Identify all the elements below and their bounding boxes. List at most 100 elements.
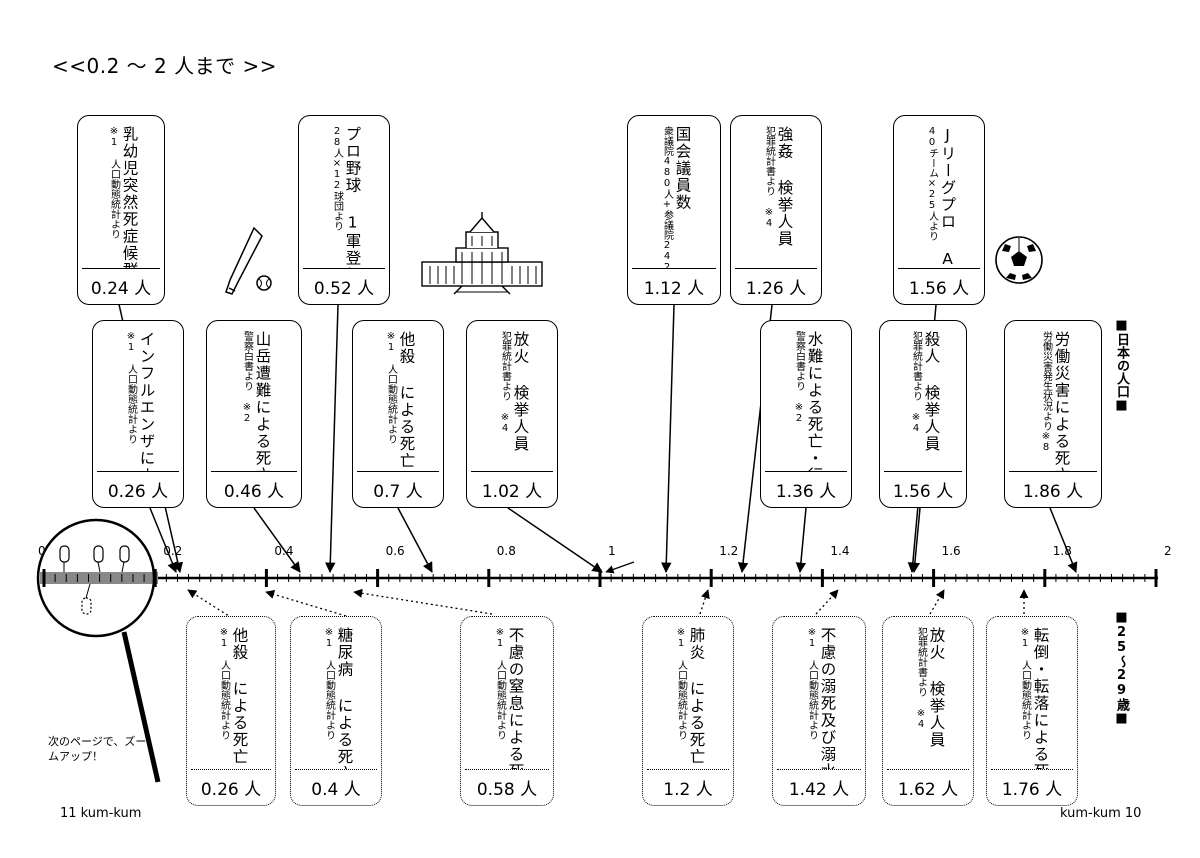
card-value: 1.02 人 [471,471,553,507]
card-title: Jリーグプロ A 選手登録人数 [938,126,957,268]
card-title: 強姦 検挙人員 [775,126,794,248]
card-value: 1.26 人 [735,268,817,304]
axis-major-ticks [42,569,1158,587]
card-title: プロ野球 1軍登録人数 [343,126,362,268]
card-title: 不慮の溺死及び溺水による死亡 [818,627,837,769]
card-value: 0.24 人 [82,268,160,304]
axis-minor-ticks [54,574,1146,582]
card-source-note: 衆議院480人+参議院242人より [661,126,673,268]
connector-arson [507,507,603,573]
card-source-note: ※1 人口動態統計より [323,627,335,740]
card-value: 1.36 人 [765,471,847,507]
card-title: 他殺 による死亡 [230,627,249,766]
axis-tick-label: 0 [38,544,46,558]
card-homicide: 他殺 による死亡 ※1 人口動態統計より 0.7 人 [352,320,444,508]
card-title: 放火 検挙人員 [927,627,946,749]
connector-influenza [149,507,178,573]
connector-homicide [397,507,433,573]
card-value: 0.7 人 [357,471,439,507]
card-b-drowning: 不慮の溺死及び溺水による死亡 ※1 人口動態統計より 1.42 人 [772,616,866,806]
card-source-note: 犯罪統計書より ※4 [499,331,511,434]
side-label-age: ■25〜29歳■ [1114,610,1129,726]
axis-zoom-band [40,572,158,584]
card-diet: 国会議員数 衆議院480人+参議院242人より 1.12 人 [627,115,721,305]
connector-b-drowning [815,589,839,615]
card-source-note: ※1 人口動態統計より [108,126,120,239]
card-source-note: ※1 人口動態統計より [675,627,687,740]
connector-drowning [795,507,807,574]
card-title: 放火 検挙人員 [511,331,530,453]
footer-right-page: kum-kum 10 [1060,806,1142,821]
card-value: 0.4 人 [295,769,377,805]
card-b-homicide: 他殺 による死亡 ※1 人口動態統計より 0.26 人 [186,616,276,806]
card-source-note: ※1 人口動態統計より [385,331,397,444]
axis-tick-label: 0.6 [385,544,405,558]
card-title: 転倒・転落による死亡 [1031,627,1050,769]
axis-tick-label: 0.4 [274,544,294,558]
card-sids: 乳幼児突然死症候群による死亡 ※1 人口動態統計より 0.24 人 [77,115,165,305]
card-source-note: ※1 人口動態統計より [125,331,137,444]
axis-tick-label: 0.2 [163,544,183,558]
connector-1 [605,561,635,574]
card-b-diabetes: 糖尿病 による死亡 ※1 人口動態統計より 0.4 人 [290,616,382,806]
card-title: 糖尿病 による死亡 [335,627,354,769]
card-value: 0.26 人 [97,471,179,507]
card-title: 殺人 検挙人員 [922,331,941,453]
axis-tick-label: 1.2 [719,544,739,558]
card-value: 1.56 人 [898,268,980,304]
card-title: 他殺 による死亡 [397,331,416,470]
card-b-pneumonia: 肺炎 による死亡 ※1 人口動態統計より 1.2 人 [642,616,734,806]
axis-tick-label: 0.8 [496,544,516,558]
card-jleague: Jリーグプロ A 選手登録人数 40チーム×25人より 1.56 人 [893,115,985,305]
card-rape-arrest: 強姦 検挙人員 犯罪統計書より ※4 1.26 人 [730,115,822,305]
magnifier-icon [36,518,161,783]
card-murder-arrest: 殺人 検挙人員 犯罪統計書より ※4 1.56 人 [879,320,967,508]
connector-murder [909,507,921,574]
card-value: 0.46 人 [211,471,297,507]
card-title: インフルエンザによる死亡 [137,331,156,471]
connector-b-diabetes [265,589,347,617]
card-workplace-accident: 労働災害による死亡 労働災害発生状況より※8 1.86 人 [1004,320,1102,508]
card-value: 1.56 人 [884,471,962,507]
card-source-note: ※1 人口動態統計より [1019,627,1031,740]
axis-tick-label: 1 [608,544,616,558]
card-title: 水難による死亡・行方不明 [805,331,824,471]
connector-b-arson [929,589,945,615]
card-source-note: 犯罪統計書より ※4 [915,627,927,730]
connector-b-pneumonia [699,589,710,615]
card-mountain-accident: 山岳遭難による死亡・行方不明 警察白書より ※2 0.46 人 [206,320,302,508]
card-baseball: プロ野球 1軍登録人数 28人×12球団より 0.52 人 [298,115,390,305]
card-value: 1.76 人 [991,769,1073,805]
connector-b-homicide [187,589,233,619]
card-title: 山岳遭難による死亡・行方不明 [253,331,272,471]
card-source-note: 犯罪統計書より ※4 [910,331,922,434]
card-value: 0.26 人 [191,769,271,805]
axis-tick-label: 2 [1164,544,1172,558]
card-source-note: ※1 人口動態統計より [494,627,506,740]
card-b-choking: 不慮の窒息による死亡 ※1 人口動態統計より 0.58 人 [460,616,554,806]
card-value: 0.52 人 [303,268,385,304]
card-title: 肺炎 による死亡 [687,627,706,766]
card-title: 乳幼児突然死症候群による死亡 [120,126,139,268]
connector-workplace [1049,507,1078,573]
soccer-ball-icon [995,236,1043,284]
side-label-japan: ■日本の人口■ [1114,318,1129,413]
baseball-bat-icon [225,226,272,295]
zoom-note: 次のページで、ズームアップ！ [48,735,147,763]
card-title: 不慮の窒息による死亡 [506,627,525,769]
card-title: 労働災害による死亡 [1052,331,1071,471]
axis-tick-label: 1.4 [830,544,850,558]
card-source-note: 犯罪統計書より ※4 [763,126,775,229]
card-arson-arrest: 放火 検挙人員 犯罪統計書より ※4 1.02 人 [466,320,558,508]
page-title: <<0.2 ～ 2 人まで >> [52,54,277,78]
card-value: 1.86 人 [1009,471,1097,507]
axis-tick-label: 1.6 [941,544,961,558]
card-value: 1.2 人 [647,769,729,805]
connector-mountain [253,507,301,573]
card-value: 1.42 人 [777,769,861,805]
card-source-note: ※1 人口動態統計より [218,627,230,740]
card-source-note: ※1 人口動態統計より [806,627,818,740]
card-source-note: 警察白書より ※2 [793,331,805,424]
card-title: 国会議員数 [673,126,692,211]
